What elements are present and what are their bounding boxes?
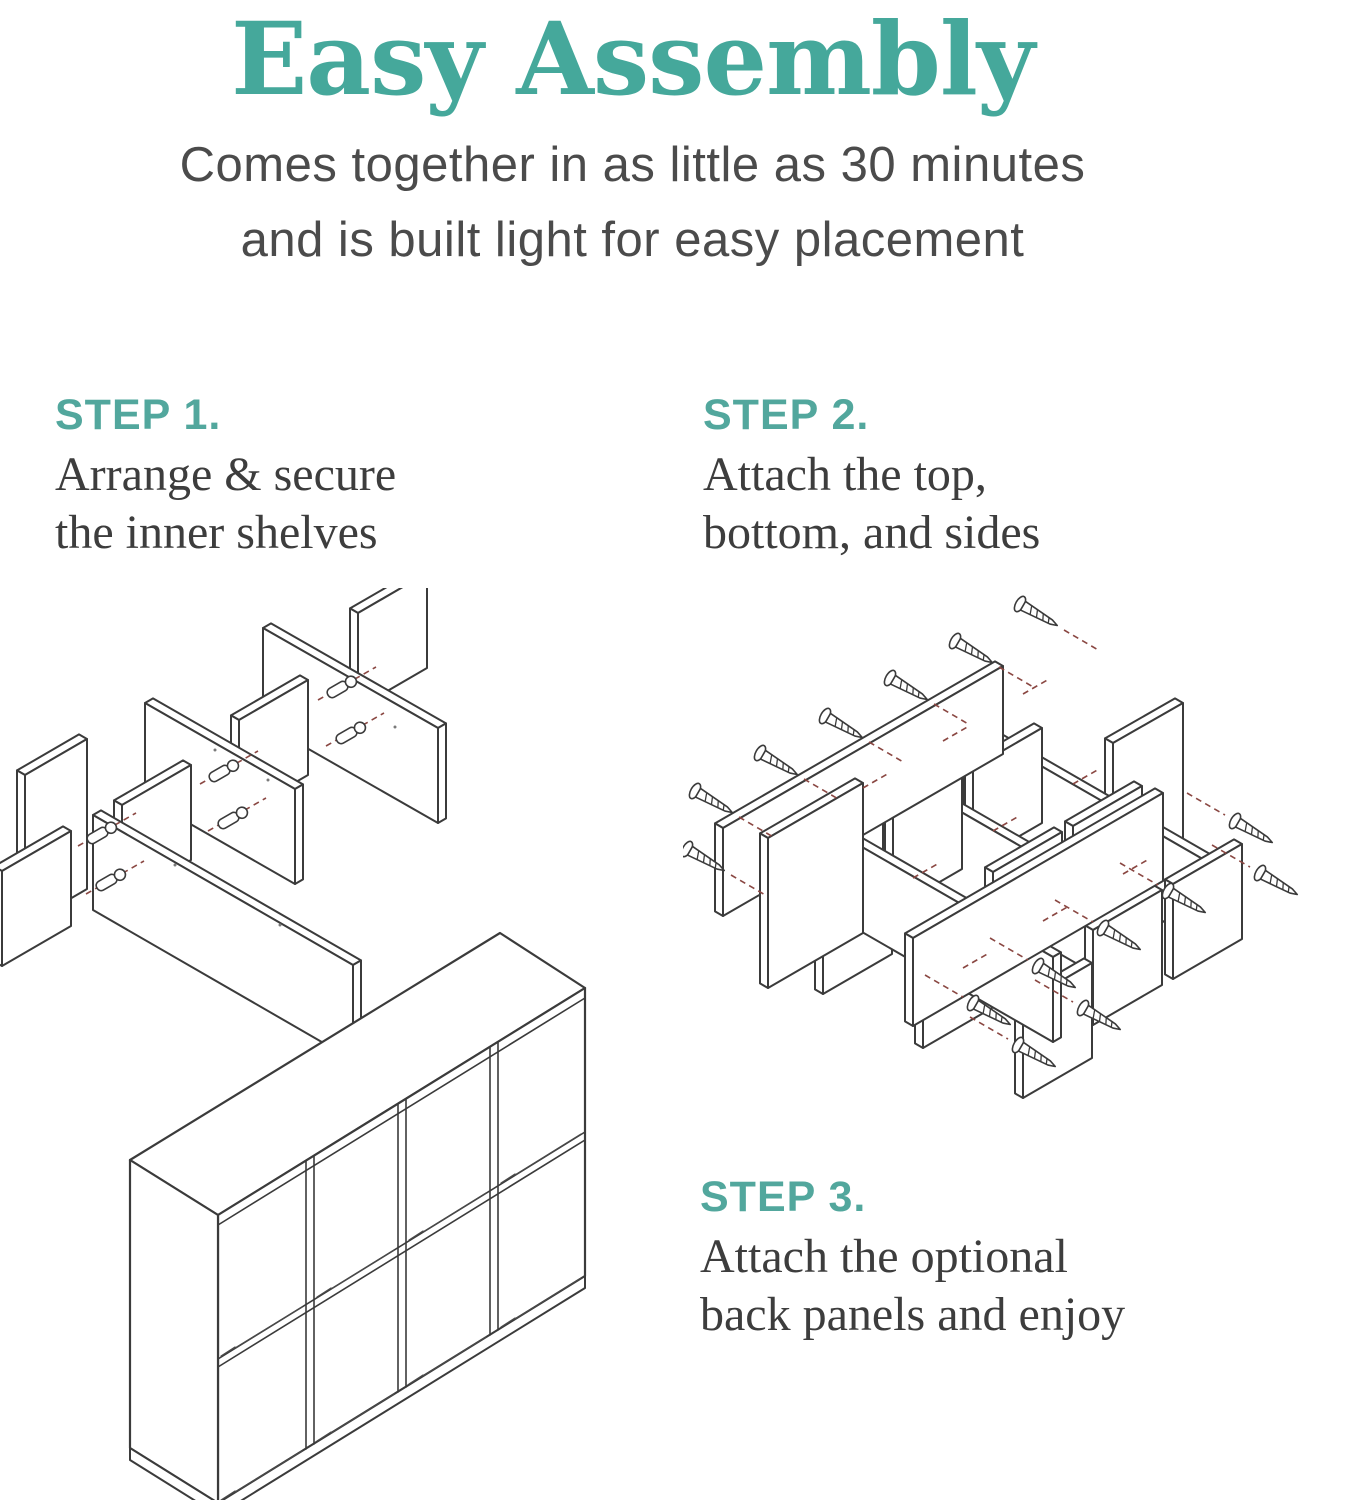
screw-icon — [1251, 862, 1303, 903]
dowel-guides — [77, 666, 385, 895]
screw-icon — [881, 667, 933, 708]
step3-assembled-cube-shelf-diagram — [128, 931, 587, 1500]
step1-exploded-inner-shelves-diagram — [0, 588, 447, 1061]
step-1-desc-line-2: the inner shelves — [55, 506, 378, 559]
screws — [683, 593, 1303, 1075]
step-2-desc-line-2: bottom, and sides — [703, 506, 1041, 559]
step-3-description: Attach the optional back panels and enjo… — [700, 1228, 1125, 1344]
screw-icon — [1011, 593, 1063, 634]
header: Easy Assembly Comes together in as littl… — [0, 0, 1265, 278]
step2-frame-screws-diagram — [683, 593, 1303, 1099]
step-1-text: STEP 1. Arrange & secure the inner shelv… — [55, 390, 396, 562]
shelf-panel — [262, 622, 447, 824]
bottom-panel — [904, 787, 1164, 1027]
step-2-desc-line-1: Attach the top, — [703, 448, 987, 501]
step-1-label: STEP 1. — [55, 391, 222, 439]
cube-shelf — [128, 931, 587, 1500]
step-1-description: Arrange & secure the inner shelves — [55, 446, 396, 562]
subtitle-line-2: and is built light for easy placement — [240, 213, 1025, 267]
subtitle: Comes together in as little as 30 minute… — [0, 128, 1265, 278]
step-2-description: Attach the top, bottom, and sides — [703, 446, 1040, 562]
side-panel-left — [759, 777, 864, 989]
step-2-text: STEP 2. Attach the top, bottom, and side… — [703, 390, 1040, 562]
step-3-desc-line-1: Attach the optional — [700, 1230, 1068, 1283]
shelf-left-face — [128, 1158, 220, 1500]
step-3-text: STEP 3. Attach the optional back panels … — [700, 1172, 1125, 1344]
joint-guides — [862, 678, 1150, 969]
step-3-desc-line-2: back panels and enjoy — [700, 1288, 1126, 1341]
page-title: Easy Assembly — [231, 0, 1035, 118]
step-3-label: STEP 3. — [700, 1173, 867, 1221]
step-1-desc-line-1: Arrange & secure — [55, 448, 397, 501]
step-2-label: STEP 2. — [703, 391, 870, 439]
divider-panel — [0, 825, 72, 967]
shelf-base-left — [129, 1447, 216, 1500]
shelf-panel — [144, 697, 304, 885]
screw-icon — [751, 742, 803, 783]
subtitle-line-1: Comes together in as little as 30 minute… — [179, 138, 1086, 192]
